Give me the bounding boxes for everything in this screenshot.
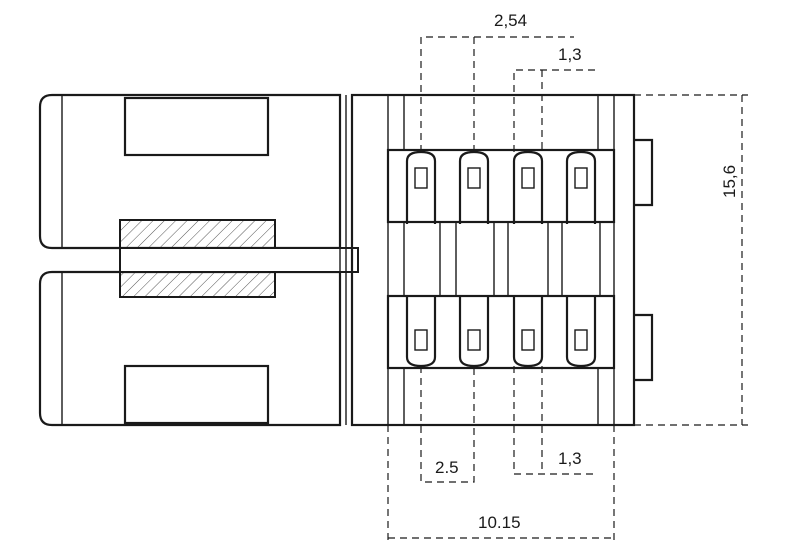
upper-contact-4 <box>565 150 597 224</box>
lower-contact-3-hole <box>521 329 535 351</box>
upper-contacts <box>405 150 597 224</box>
upper-contact-2-hole <box>467 167 481 189</box>
bottom-width-dim <box>513 366 596 475</box>
upper-contact-1-hole <box>414 167 428 189</box>
upper-contact-3-hole <box>521 167 535 189</box>
contact-block-outline <box>350 93 636 427</box>
lower-contacts <box>405 296 597 368</box>
lower-body-outline <box>38 270 342 427</box>
lower-window <box>123 364 270 425</box>
top-width-dim <box>513 69 596 152</box>
top-pitch-label: 2,54 <box>494 11 527 30</box>
overall-width-label: 10.15 <box>478 513 521 532</box>
upper-window <box>123 96 270 157</box>
lower-contact-1 <box>405 296 437 368</box>
lower-contact-2 <box>458 296 490 368</box>
lower-contact-4-hole <box>574 329 588 351</box>
height-label: 15,6 <box>720 165 739 198</box>
upper-contact-4-hole <box>574 167 588 189</box>
lower-contact-2-hole <box>467 329 481 351</box>
contact-block <box>350 93 654 427</box>
lower-contact-row <box>386 294 616 370</box>
lower-side-tab <box>634 313 654 382</box>
lower-contact-4 <box>565 296 597 368</box>
top-width-label: 1,3 <box>558 45 582 64</box>
upper-side-tab <box>634 138 654 207</box>
upper-body-outline <box>38 93 342 250</box>
center-slot <box>119 247 359 273</box>
lower-contact-3 <box>512 296 544 368</box>
bottom-width-label: 1,3 <box>558 449 582 468</box>
dimension-lines <box>387 36 748 545</box>
connector-body-left <box>38 93 359 427</box>
bottom-pitch-label: 2.5 <box>435 458 459 477</box>
upper-contact-3 <box>512 150 544 224</box>
upper-contact-row <box>386 148 616 224</box>
lower-contact-1-hole <box>414 329 428 351</box>
top-pitch-dim <box>420 36 574 152</box>
